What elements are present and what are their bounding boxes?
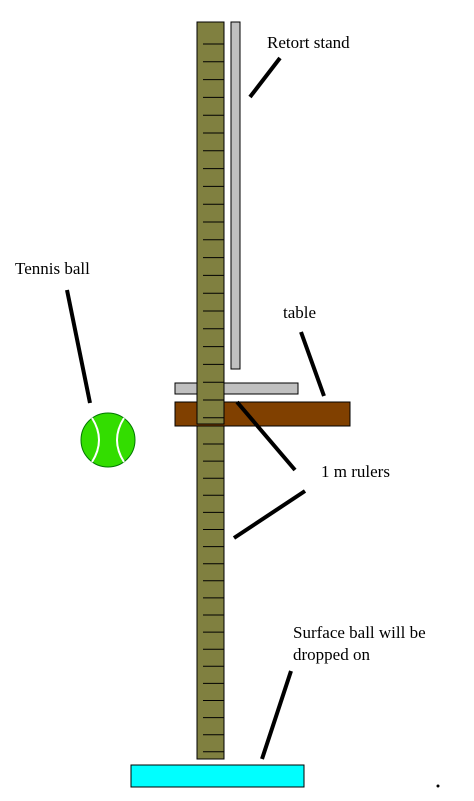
table-pointer xyxy=(299,331,326,397)
rulers-pointer-upper xyxy=(235,400,297,472)
retort-stand-rod xyxy=(230,21,241,370)
tennis-ball xyxy=(80,412,136,468)
retort-stand-pointer xyxy=(248,56,282,99)
drop-surface xyxy=(130,764,305,788)
lower-ruler-ticks xyxy=(203,443,224,753)
retort-stand-label: Retort stand xyxy=(267,33,350,52)
table-label: table xyxy=(283,303,316,322)
upper-ruler-ticks xyxy=(203,43,224,419)
surface-label-line2: dropped on xyxy=(293,645,370,664)
retort-stand-base xyxy=(174,382,299,395)
rulers-pointer-lower xyxy=(232,489,307,540)
surface-pointer xyxy=(260,670,293,760)
upper-ruler xyxy=(196,21,225,425)
stray-dot xyxy=(436,784,440,788)
tennis-ball-pointer xyxy=(65,289,92,404)
rulers-label: 1 m rulers xyxy=(321,462,390,481)
lower-ruler xyxy=(196,425,225,760)
tennis-ball-label: Tennis ball xyxy=(15,259,90,278)
surface-label-line1: Surface ball will be xyxy=(293,623,426,642)
